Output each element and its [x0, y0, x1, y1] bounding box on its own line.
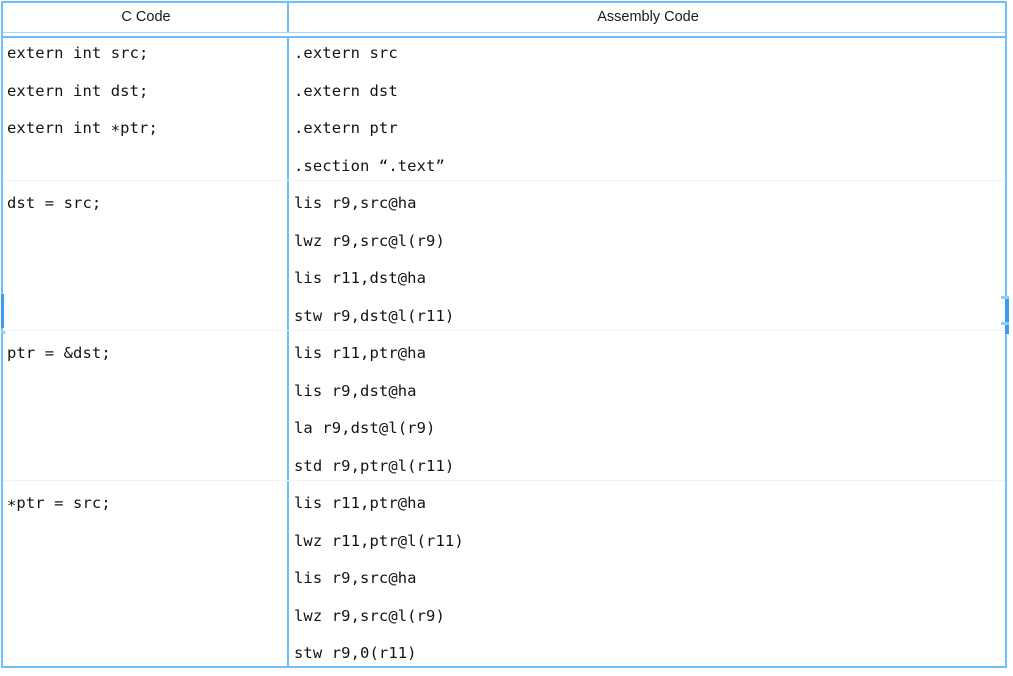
left-scrollbar-tick[interactable] [1, 330, 5, 334]
assembly-code-line: lwz r9,src@l(r9) [294, 606, 445, 625]
assembly-code-line: .section “.text” [294, 156, 445, 175]
assembly-code-line: lis r11,ptr@ha [294, 344, 427, 362]
assembly-code-line: lis r11,ptr@ha [294, 494, 427, 512]
c-code-line: ptr = &dst; [7, 344, 111, 362]
header-column-divider [287, 3, 289, 32]
assembly-code-line: .extern src [294, 44, 398, 62]
assembly-code-line: lwz r11,ptr@l(r11) [294, 531, 464, 550]
table-border-right [1005, 1, 1007, 668]
row-separator [3, 330, 1005, 331]
right-scrollbar-tick-bottom[interactable] [1001, 322, 1009, 325]
assembly-code-line: lis r9,dst@ha [294, 381, 417, 400]
assembly-code-line: stw r9,0(r11) [294, 644, 417, 662]
table-border-top [1, 1, 1007, 3]
table-border-bottom [1, 666, 1007, 668]
c-code-line: extern int ∗ptr; [7, 119, 158, 137]
assembly-code-line: stw r9,dst@l(r11) [294, 306, 455, 325]
body-column-divider [287, 38, 289, 666]
assembly-code-line: lis r9,src@ha [294, 194, 417, 212]
assembly-code-line: lis r9,src@ha [294, 569, 417, 587]
left-scrollbar-handle[interactable] [1, 294, 4, 328]
right-scrollbar-handle[interactable] [1005, 296, 1009, 334]
assembly-code-line: .extern ptr [294, 119, 398, 137]
c-code-line: extern int dst; [7, 81, 149, 100]
header-rule-gap [3, 33, 1005, 36]
assembly-code-line: .extern dst [294, 81, 398, 100]
row-separator [3, 480, 1005, 481]
table-header-row: C Code Assembly Code [3, 3, 1005, 32]
assembly-code-line: lis r11,dst@ha [294, 269, 427, 287]
right-scrollbar-tick-top[interactable] [1001, 296, 1009, 299]
column-header-assembly-code: Assembly Code [597, 9, 699, 25]
assembly-code-line: la r9,dst@l(r9) [294, 419, 436, 437]
header-rule-lower [3, 36, 1005, 38]
table-border-left [1, 1, 3, 668]
column-header-c-code: C Code [121, 9, 171, 25]
c-code-line: ∗ptr = src; [7, 494, 111, 512]
row-separator [3, 180, 1005, 181]
assembly-code-line: std r9,ptr@l(r11) [294, 456, 455, 475]
c-code-line: dst = src; [7, 194, 102, 212]
c-code-line: extern int src; [7, 44, 149, 62]
assembly-code-line: lwz r9,src@l(r9) [294, 231, 445, 250]
header-rule-upper [3, 32, 1005, 33]
